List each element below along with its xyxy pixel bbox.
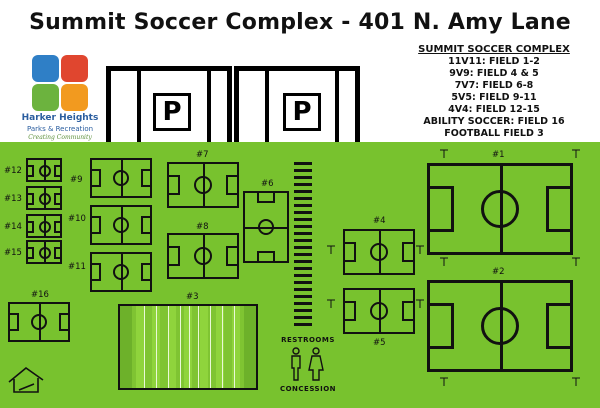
field-16-label: #16 — [31, 290, 49, 300]
field-legend: SUMMIT SOCCER COMPLEX 11V11: FIELD 1-2 9… — [404, 44, 584, 140]
field-5[interactable] — [343, 288, 415, 334]
parking-sign: P — [153, 93, 191, 131]
legend-line: 11V11: FIELD 1-2 — [448, 56, 540, 67]
field-16[interactable] — [8, 302, 70, 342]
football-field-3[interactable] — [118, 304, 258, 390]
logo-sub: Parks & Recreation — [26, 125, 94, 133]
field-4-label: #4 — [373, 216, 386, 226]
field-13-label: #13 — [4, 194, 22, 204]
field-4[interactable] — [343, 229, 415, 275]
logo-tiles — [32, 55, 88, 111]
logo-tagline: Creating Community — [28, 134, 92, 141]
field-13[interactable] — [26, 186, 62, 210]
field-9-label: #9 — [70, 175, 83, 185]
field-10-label: #10 — [68, 214, 86, 224]
field-3-label: #3 — [186, 292, 199, 302]
parking-sign: P — [283, 93, 321, 131]
page-title: Summit Soccer Complex - 401 N. Amy Lane — [29, 10, 571, 35]
field-2-label: #2 — [492, 267, 505, 277]
walkway — [294, 162, 312, 330]
field-7[interactable] — [167, 162, 239, 208]
field-15-label: #15 — [4, 248, 22, 258]
legend-line: 7V7: FIELD 6-8 — [454, 80, 534, 91]
restrooms-label: RESTROOMS — [281, 336, 335, 344]
field-6-label: #6 — [261, 179, 274, 189]
field-14-label: #14 — [4, 222, 22, 232]
field-6[interactable] — [243, 191, 289, 263]
field-8[interactable] — [167, 233, 239, 279]
parking-lot-left: P — [106, 66, 232, 142]
field-11-label: #11 — [68, 262, 86, 272]
restroom-icon — [291, 347, 324, 381]
field-1-label: #1 — [492, 150, 505, 160]
field-12-label: #12 — [4, 166, 22, 176]
field-2[interactable] — [427, 280, 573, 372]
field-11[interactable] — [90, 252, 152, 292]
field-12[interactable] — [26, 158, 62, 182]
legend-line: 9V9: FIELD 4 & 5 — [449, 68, 539, 79]
field-10[interactable] — [90, 205, 152, 245]
field-7-label: #7 — [196, 150, 209, 160]
field-8-label: #8 — [196, 222, 209, 232]
legend-line: 5V5: FIELD 9-11 — [451, 92, 537, 103]
pavilion-icon — [8, 366, 44, 393]
concession-label: CONCESSION — [279, 385, 337, 393]
harker-heights-logo: Harker Heights Parks & Recreation Creati… — [20, 55, 100, 147]
legend-line: 4V4: FIELD 12-15 — [448, 104, 540, 115]
field-1[interactable] — [427, 163, 573, 255]
field-14[interactable] — [26, 214, 62, 238]
field-9[interactable] — [90, 158, 152, 198]
logo-brand: Harker Heights — [21, 113, 99, 123]
field-5-label: #5 — [373, 338, 386, 348]
legend-line: FOOTBALL FIELD 3 — [444, 128, 544, 139]
parking-lot-right: P — [234, 66, 360, 142]
field-15[interactable] — [26, 240, 62, 264]
legend-line: ABILITY SOCCER: FIELD 16 — [423, 116, 565, 127]
legend-heading: SUMMIT SOCCER COMPLEX — [418, 44, 570, 55]
